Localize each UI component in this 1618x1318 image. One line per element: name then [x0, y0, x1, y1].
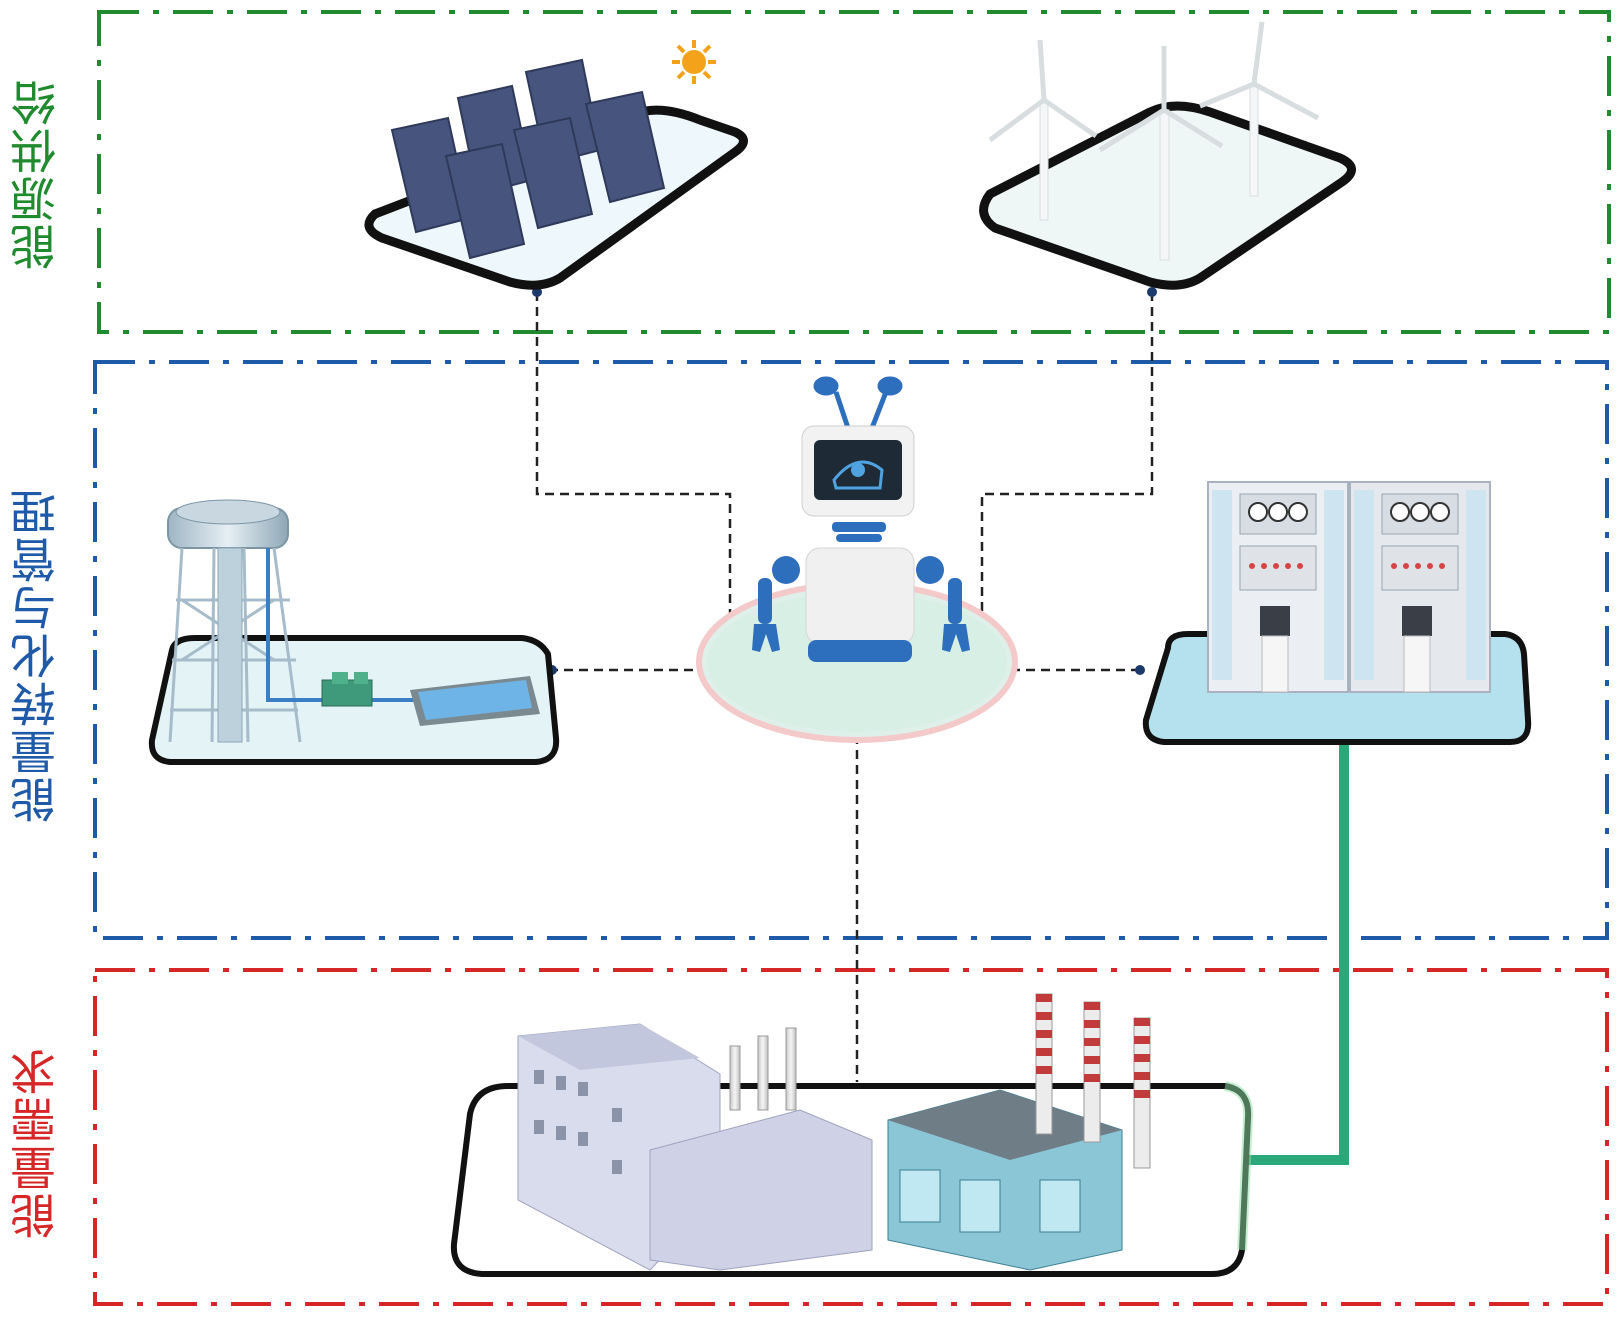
factory-complex — [450, 993, 1254, 1277]
water-pipe — [266, 548, 440, 702]
connectors — [535, 292, 1154, 1082]
smokestack-icon — [1035, 993, 1151, 1169]
water-tower-icon — [167, 499, 302, 743]
sun-icon — [672, 40, 716, 84]
robot-body — [805, 547, 915, 645]
conversion-zone-label: 能量转化与管理 — [9, 487, 63, 823]
wind-turbine-icon — [988, 21, 1320, 261]
pool-icon — [410, 676, 540, 726]
robot-neck — [832, 522, 886, 532]
supply-zone-border — [97, 10, 1611, 334]
control-robot — [696, 376, 1018, 743]
conversion-zone-border — [93, 360, 1609, 940]
solar-to-robot-connector — [535, 292, 732, 618]
pump-icon — [321, 672, 373, 707]
control-cabinets — [1142, 481, 1532, 745]
robot-antenna-icon — [813, 376, 903, 429]
factory-building-icon — [517, 1023, 873, 1271]
demand-zone-border — [93, 968, 1609, 1306]
demand-zone-label: 能量需求 — [9, 1047, 63, 1239]
supply-zone-label: 能源供给 — [9, 78, 63, 270]
power-line — [1240, 745, 1349, 1165]
robot-arm-icon — [752, 556, 970, 652]
wind-to-robot-connector — [980, 292, 1154, 618]
solar-panel-icon — [390, 58, 666, 260]
solar-farm — [364, 40, 748, 290]
wind-farm — [979, 21, 1356, 290]
water-tower-system — [148, 499, 560, 765]
power-plant-icon — [887, 993, 1151, 1271]
cabinet-icon — [1207, 481, 1491, 693]
